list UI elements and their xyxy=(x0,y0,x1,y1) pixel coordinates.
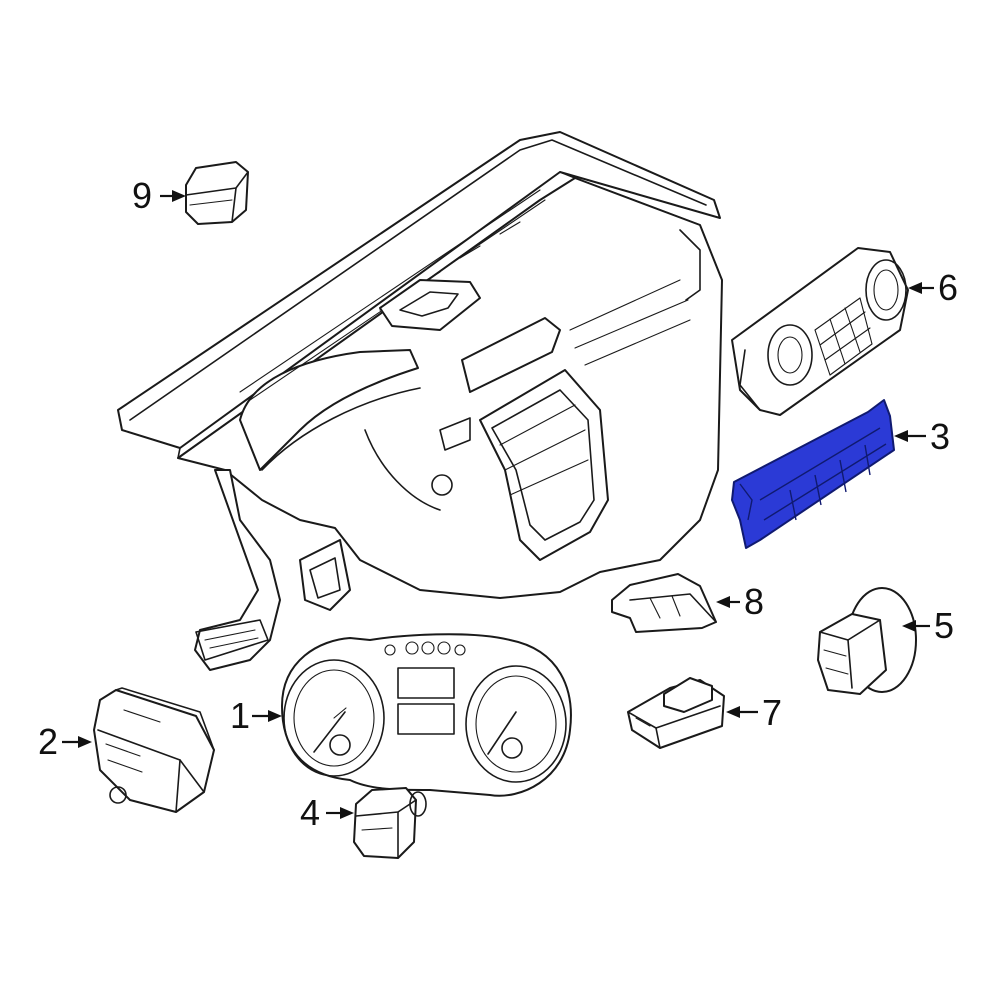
callout-number-9: 9 xyxy=(132,175,152,216)
callout-5: 5 xyxy=(902,605,954,646)
part-2-headlamp-switch[interactable] xyxy=(93,687,215,813)
dashboard-assembly xyxy=(117,131,723,671)
part-1-instrument-cluster[interactable] xyxy=(281,633,572,797)
callout-number-8: 8 xyxy=(744,581,764,622)
callout-1: 1 xyxy=(230,695,282,736)
callout-number-7: 7 xyxy=(762,692,782,733)
callout-2: 2 xyxy=(38,721,92,762)
callout-8: 8 xyxy=(716,581,764,622)
part-6-radio-control-panel[interactable] xyxy=(731,247,909,416)
part-3-climate-control-panel[interactable] xyxy=(731,399,895,549)
callout-9: 9 xyxy=(132,175,186,216)
callout-7: 7 xyxy=(726,692,782,733)
callout-number-1: 1 xyxy=(230,695,250,736)
callout-4: 4 xyxy=(300,792,354,833)
part-4-ignition-switch[interactable] xyxy=(353,787,427,859)
part-7-control-module[interactable] xyxy=(627,677,725,749)
callout-number-5: 5 xyxy=(934,605,954,646)
callout-number-3: 3 xyxy=(930,416,950,457)
callout-number-4: 4 xyxy=(300,792,320,833)
part-8-bracket[interactable] xyxy=(611,573,717,633)
part-9-push-switch[interactable] xyxy=(185,161,249,225)
callout-number-2: 2 xyxy=(38,721,58,762)
callout-3: 3 xyxy=(894,416,950,457)
callout-6: 6 xyxy=(908,267,958,308)
callout-number-6: 6 xyxy=(938,267,958,308)
part-5-start-stop-switch[interactable] xyxy=(817,587,917,695)
